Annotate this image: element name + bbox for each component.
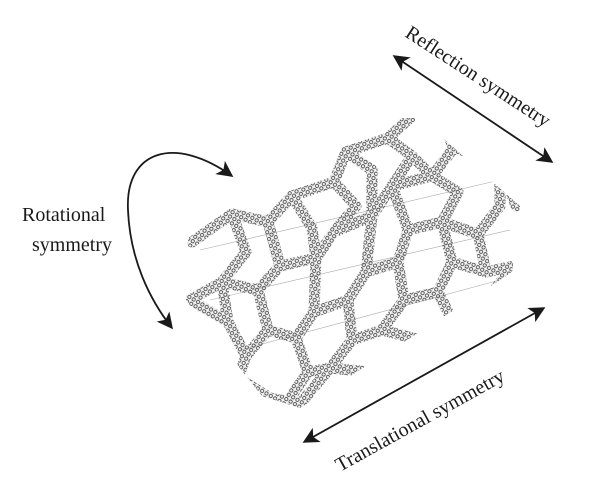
translational-label: Translational symmetry [332,365,509,476]
rotational-label-line1: Rotational [22,204,106,226]
rotational-arrow [128,153,232,328]
carbon-nanotube-illustration [190,118,516,404]
rotational-label-line2: symmetry [32,234,112,256]
